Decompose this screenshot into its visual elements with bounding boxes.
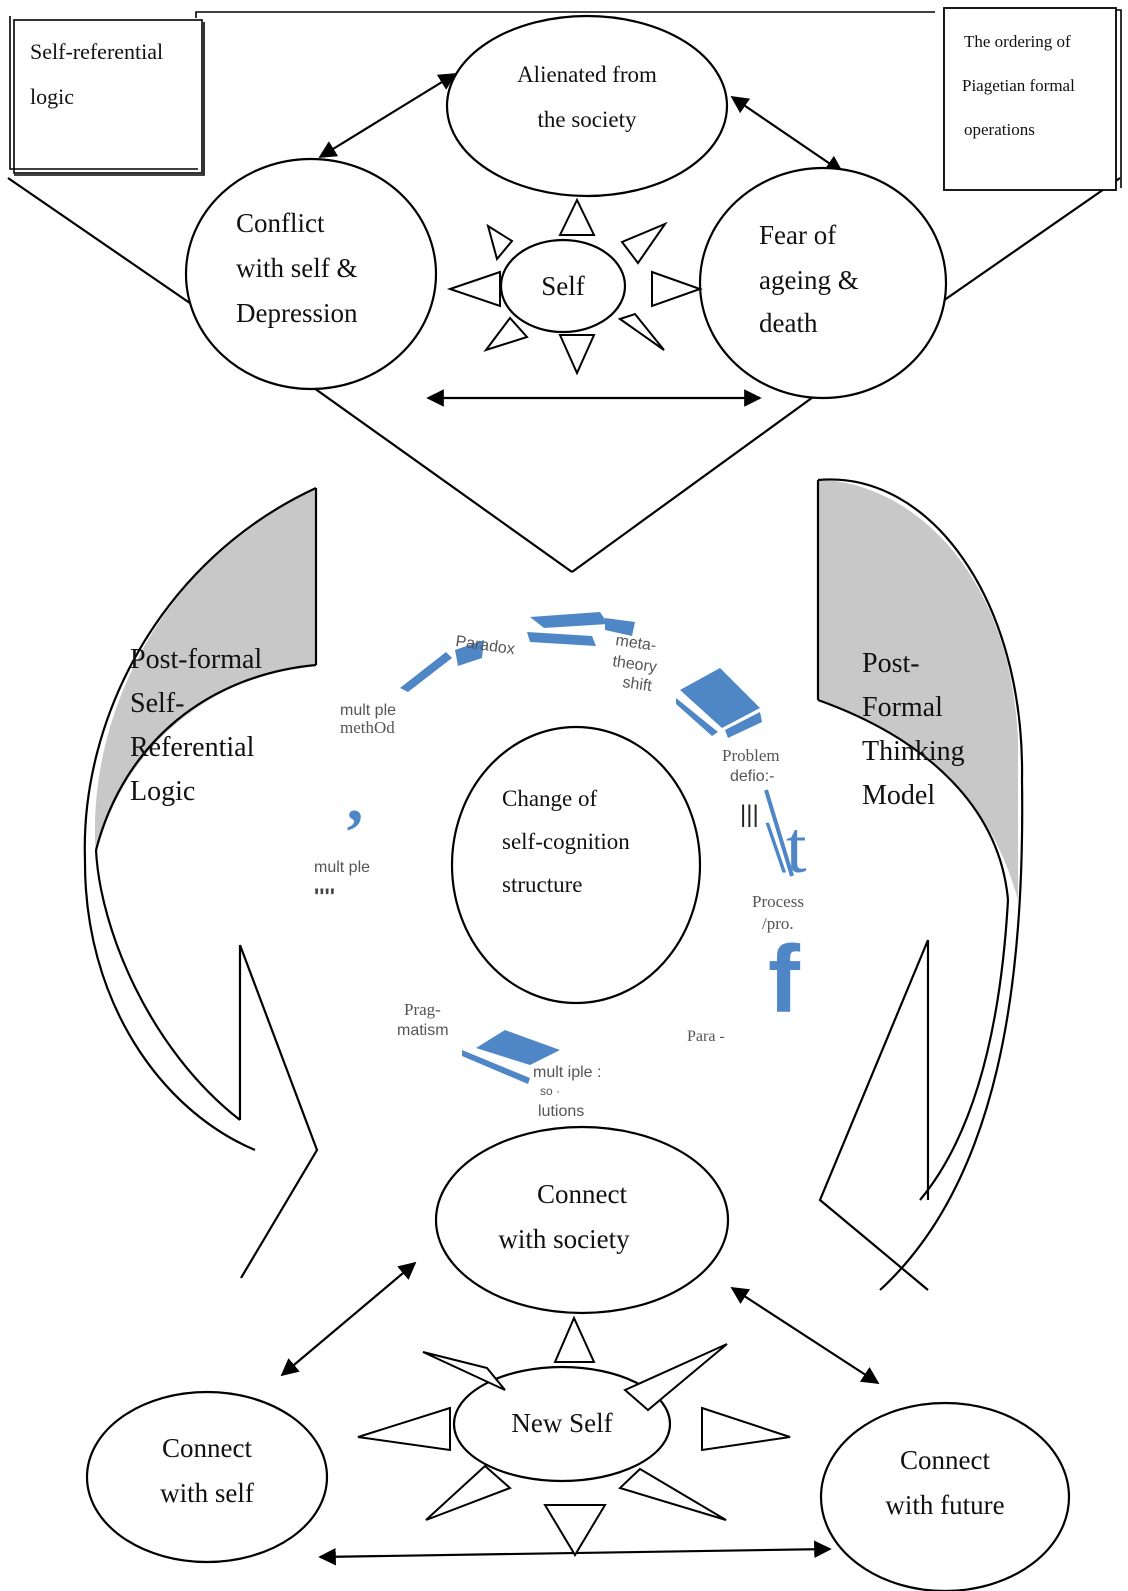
fragment-meta-2: theory: [611, 653, 657, 676]
corner-left-line-2: logic: [30, 84, 74, 109]
node-new-self: [452, 1365, 672, 1483]
corner-right-line-2: Piagetian formal: [962, 76, 1075, 95]
left-arrow-line-2: Self-: [130, 688, 184, 719]
blue-fragments: [400, 612, 794, 1084]
fragment-t-glyph: \t: [765, 807, 807, 889]
fragment-process-2: /pro.: [762, 914, 794, 933]
conflict-line-2: with self &: [236, 253, 358, 283]
corner-box-left: [9, 16, 205, 176]
right-arrow-line-3: Thinking: [862, 736, 965, 767]
future-line-2: with future: [885, 1490, 1004, 1520]
change-line-3: structure: [502, 872, 582, 897]
arrow-self-society: [280, 1261, 417, 1377]
top-funnel-right: [571, 177, 1121, 573]
left-curved-arrow: [83, 487, 319, 1279]
conflict-line-3: Depression: [236, 298, 358, 328]
corner-box-left-text: Self-referential logic: [30, 39, 163, 109]
fragment-process-1: Process: [752, 892, 804, 911]
arrow-conflict-alienated: [318, 73, 457, 158]
fragment-problem-1: Problem: [722, 746, 780, 765]
node-change: [450, 725, 702, 1005]
change-line-1: Change of: [502, 786, 598, 811]
fear-line-2: ageing &: [759, 265, 859, 295]
right-arrow-line-1: Post-: [862, 648, 920, 679]
society-line-2: with society: [498, 1224, 630, 1254]
corner-box-right-text: The ordering of Piagetian formal operati…: [962, 32, 1075, 139]
connect-self-line-2: with self: [160, 1478, 254, 1508]
left-arrow-line-1: Post-formal: [130, 644, 262, 675]
node-alienated: [445, 14, 729, 198]
corner-left-line-1: Self-referential: [30, 39, 163, 64]
fragment-method-1: mult ple: [340, 702, 396, 719]
corner-right-line-3: operations: [964, 120, 1035, 139]
node-connect-self: [85, 1390, 329, 1564]
fragment-quote-marks: '''': [314, 884, 335, 909]
self-label: Self: [541, 271, 585, 301]
blue-slash: [764, 789, 794, 877]
connect-self-line-1: Connect: [162, 1433, 252, 1463]
fragment-method-2: methOd: [340, 718, 395, 737]
self-rays: [446, 197, 703, 376]
node-conflict: [184, 157, 438, 391]
fragment-meta-1: meta-: [614, 632, 657, 655]
conflict-line-1: Conflict: [236, 208, 325, 238]
alienated-line-2: the society: [538, 107, 637, 132]
fragment-solutions-3: lutions: [538, 1103, 584, 1120]
fragment-bars: |||: [740, 801, 759, 828]
fragment-comma-glyph: ,: [347, 762, 364, 835]
fragment-solutions-2: so ·: [540, 1084, 560, 1098]
right-arrow-line-2: Formal: [862, 692, 943, 723]
new-self-rays: [357, 1315, 791, 1557]
left-arrow-line-4: Logic: [130, 776, 195, 807]
future-line-1: Connect: [900, 1445, 990, 1475]
arrow-alienated-fear: [730, 96, 844, 173]
fragment-pragmatism-1: Prag-: [404, 1000, 441, 1019]
alienated-line-1: Alienated from: [517, 62, 657, 87]
society-line-1: Connect: [537, 1179, 627, 1209]
fragment-multiple: mult ple: [314, 859, 370, 876]
fragment-f-glyph: f: [768, 926, 801, 1033]
fear-line-3: death: [759, 308, 818, 338]
new-self-label: New Self: [511, 1408, 612, 1438]
node-fear: [698, 166, 948, 400]
fragment-pragmatism-2: matism: [397, 1022, 449, 1039]
node-society: [434, 1125, 730, 1315]
fragment-solutions-1: mult iple :: [533, 1064, 601, 1081]
fragment-para: Para -: [687, 1028, 725, 1045]
change-line-2: self-cognition: [502, 829, 630, 854]
corner-box-right: [943, 7, 1122, 191]
top-frame-line: [195, 11, 935, 18]
node-future: [819, 1401, 1071, 1591]
top-funnel-left: [7, 177, 573, 573]
corner-right-line-1: The ordering of: [964, 32, 1071, 51]
fear-line-1: Fear of: [759, 220, 836, 250]
right-curved-arrow: [816, 478, 1024, 1291]
fragment-problem-2: defio:-: [730, 768, 774, 785]
arrow-society-future: [730, 1287, 880, 1384]
fragment-meta-3: shift: [621, 674, 653, 695]
left-arrow-line-3: Referential: [130, 732, 255, 763]
right-arrow-line-4: Model: [862, 780, 935, 811]
